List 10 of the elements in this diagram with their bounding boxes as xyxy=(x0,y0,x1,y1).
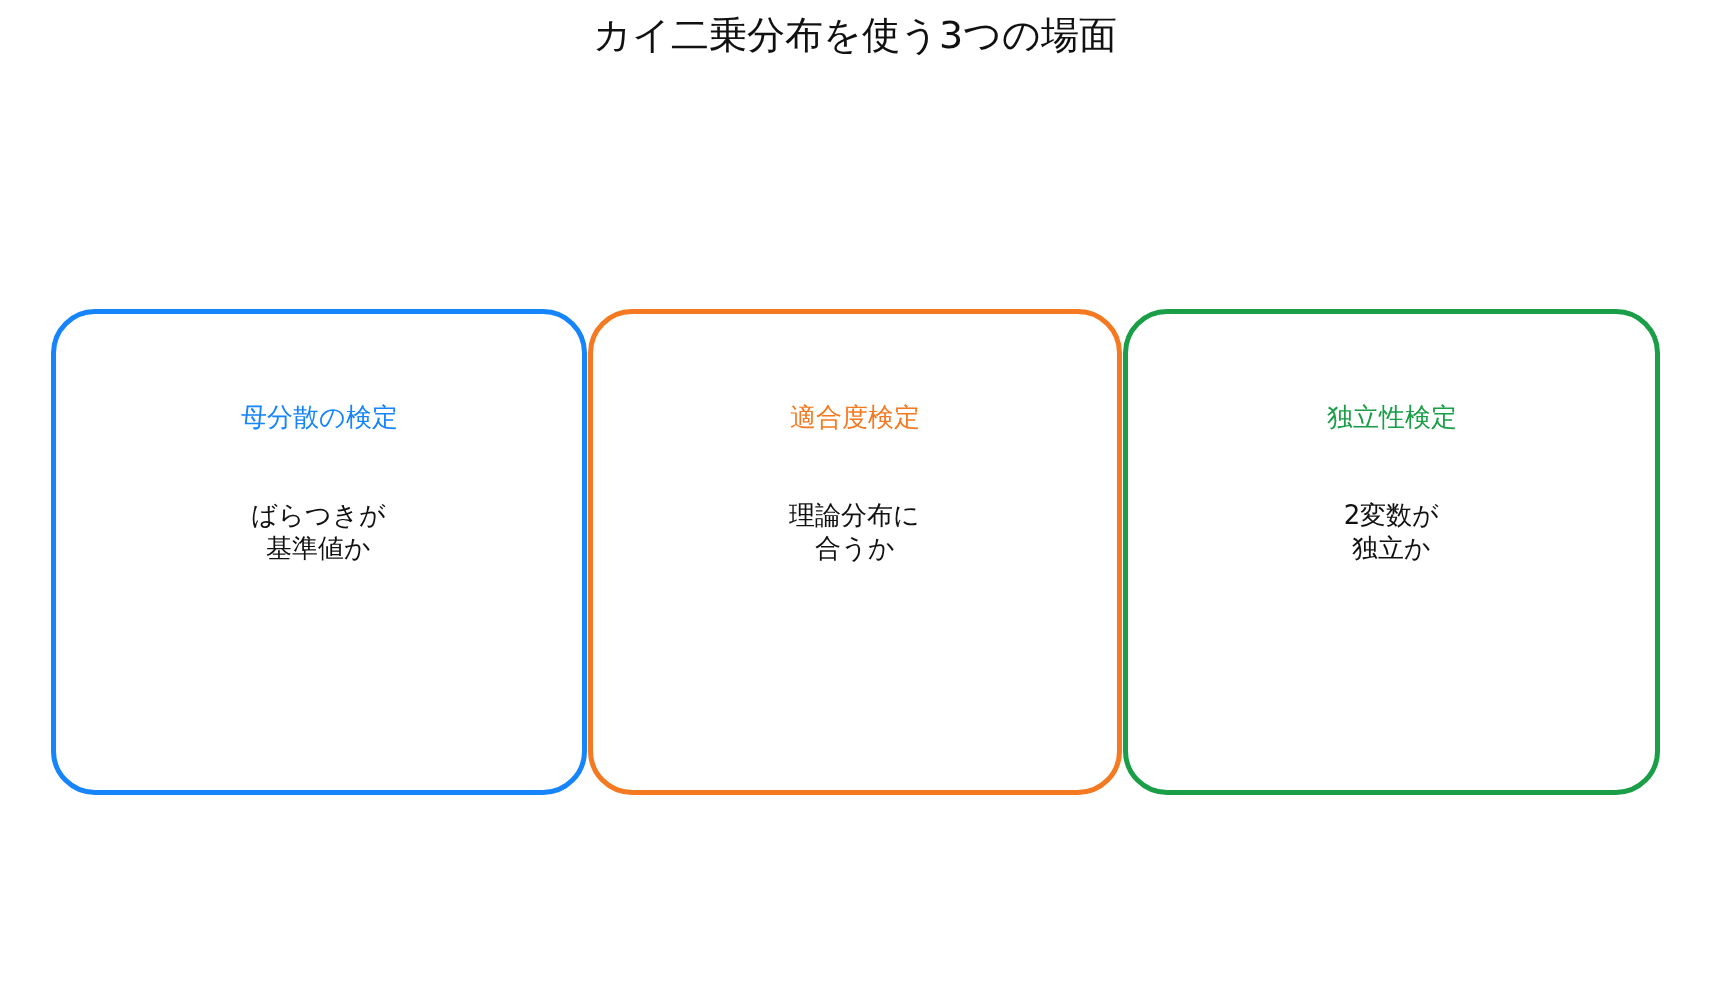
diagram-title: カイ二乗分布を使う3つの場面 xyxy=(592,12,1118,59)
rounded-box xyxy=(1123,309,1660,795)
box-text: 理論分布に合うか xyxy=(788,499,922,565)
box-text: 2変数が独立か xyxy=(1342,499,1441,565)
box-text: ばらつきが基準値か xyxy=(250,499,388,565)
box-heading: 独立性検定 xyxy=(1326,401,1457,434)
box-heading: 適合度検定 xyxy=(790,401,920,434)
rounded-box xyxy=(588,309,1122,795)
box-heading: 母分散の検定 xyxy=(240,401,398,434)
rounded-box xyxy=(51,309,587,795)
